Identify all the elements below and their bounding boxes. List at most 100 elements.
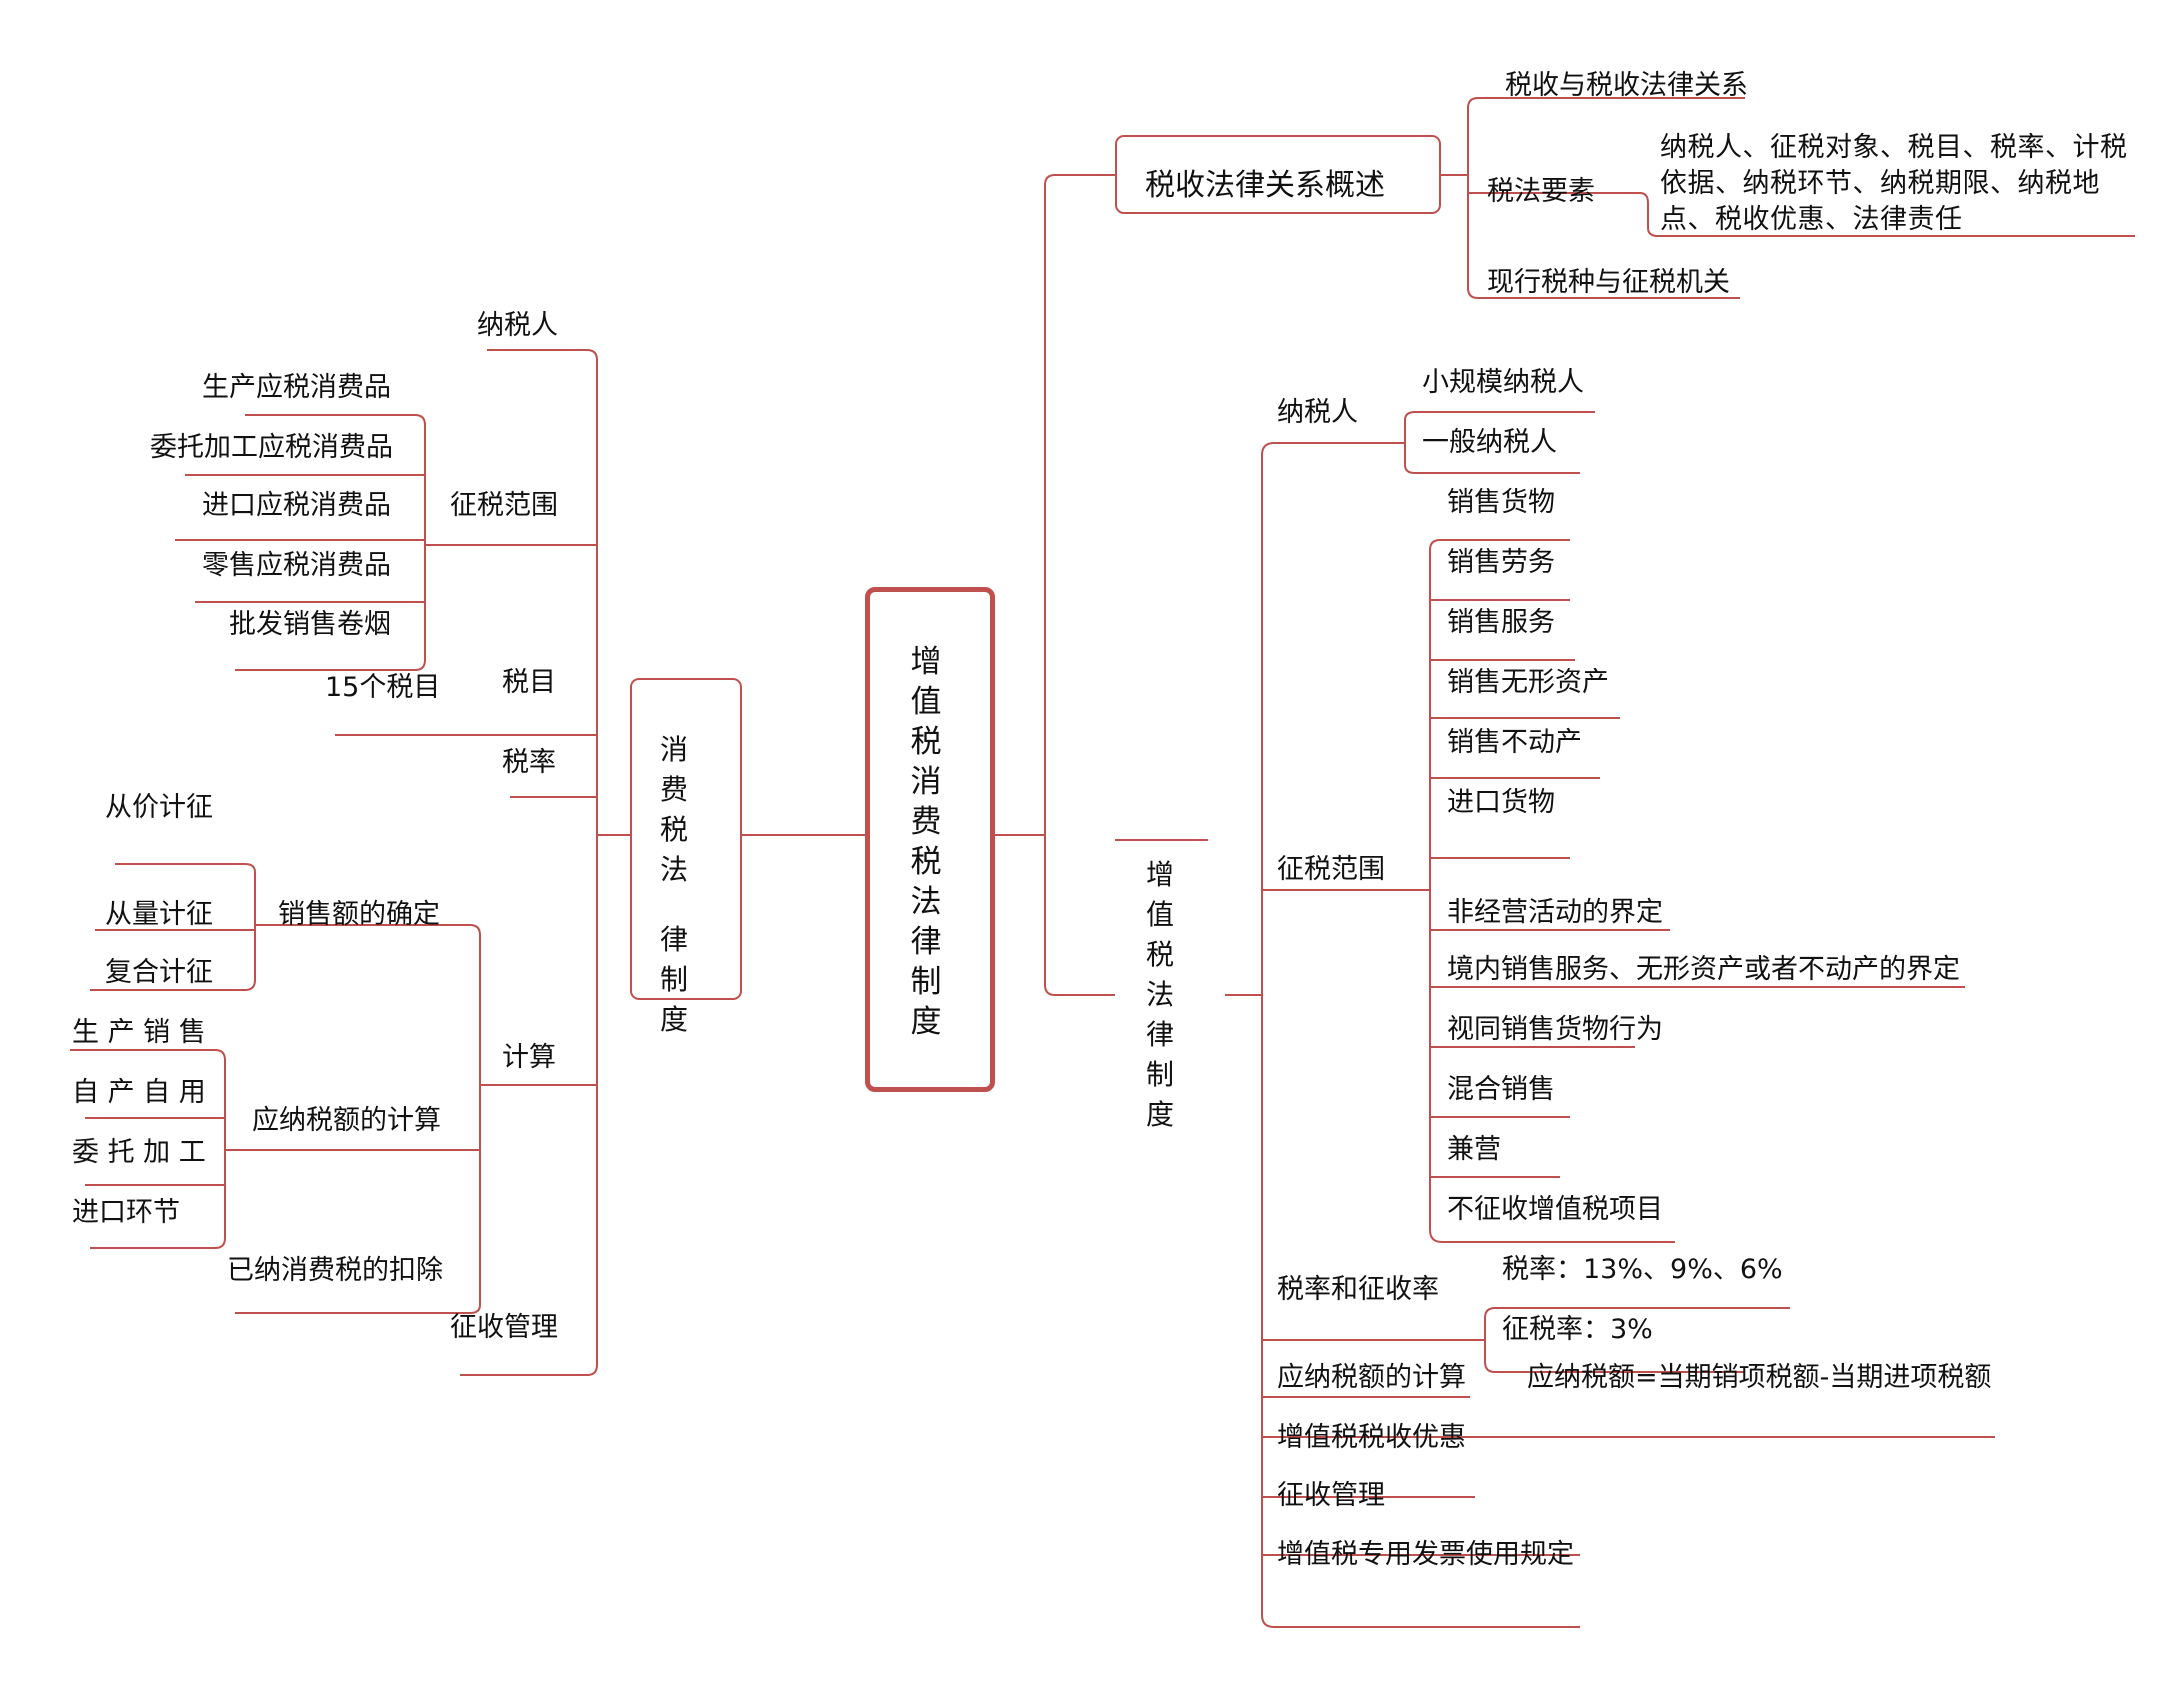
ct-scope-item[interactable]: 委托加工应税消费品	[150, 432, 393, 463]
ct-sales-item[interactable]: 从量计征	[105, 899, 213, 930]
connector	[1404, 411, 1595, 443]
connector	[235, 1085, 481, 1314]
vat-rate-item[interactable]: 征税率：3%	[1502, 1314, 1653, 1345]
connector	[1404, 443, 1580, 474]
vat-scope-item[interactable]: 销售服务	[1447, 607, 1555, 638]
ct-sales-label[interactable]: 销售额的确定	[278, 899, 440, 930]
tax-law-item[interactable]: 现行税种与征税机关	[1487, 267, 1730, 298]
vat-scope-item[interactable]: 兼营	[1447, 1134, 1501, 1165]
connector	[1044, 835, 1115, 996]
title-char: 费	[910, 804, 942, 840]
vat-scope-item[interactable]: 销售劳务	[1447, 547, 1555, 578]
title-char: 值	[910, 684, 942, 720]
connector	[1484, 1340, 1745, 1373]
title-char: 法	[1145, 978, 1174, 1011]
ct-rate[interactable]: 税率	[502, 747, 556, 778]
connector	[1429, 890, 1675, 1243]
vat-other-item[interactable]: 增值税税收优惠	[1277, 1422, 1466, 1453]
ct-scope-item[interactable]: 生产应税消费品	[202, 372, 391, 403]
title-char: 值	[1145, 898, 1174, 931]
title-char: 度	[1145, 1098, 1174, 1131]
tax-law-item[interactable]: 税法要素	[1487, 176, 1595, 207]
title-char: 制	[659, 963, 688, 996]
connector	[245, 414, 445, 546]
connector	[1261, 995, 1580, 1628]
tax-law-overview-node[interactable]	[1115, 135, 1441, 214]
ct-payable-item[interactable]: 进口环节	[72, 1197, 180, 1228]
connector	[90, 925, 256, 991]
title-char: 度	[910, 1004, 942, 1040]
connector	[1468, 192, 2135, 237]
ct-deduction[interactable]: 已纳消费税的扣除	[227, 1255, 443, 1286]
root-title: 增值税消费税法律制度	[906, 642, 946, 1042]
vat-scope-item[interactable]: 销售无形资产	[1447, 667, 1609, 698]
vat-rate-item[interactable]: 税率：13%、9%、6%	[1502, 1254, 1783, 1285]
connector	[70, 1049, 226, 1150]
connector	[460, 835, 598, 1376]
vat-taxpayer-label[interactable]: 纳税人	[1277, 397, 1358, 428]
vat-scope-item[interactable]: 视同销售货物行为	[1447, 1014, 1663, 1045]
title-char: 税	[1145, 938, 1174, 971]
connector	[1438, 97, 1745, 176]
connector	[1467, 175, 1740, 299]
title-char: 费	[659, 773, 688, 806]
consumption-tax-node[interactable]	[630, 678, 742, 1000]
connector	[115, 863, 270, 926]
ct-payable-item[interactable]: 委 托 加 工	[72, 1137, 206, 1168]
vat-scope-item[interactable]: 混合销售	[1447, 1074, 1555, 1105]
title-char: 法	[910, 884, 942, 920]
vat-other-item[interactable]: 增值税专用发票使用规定	[1277, 1539, 1574, 1570]
connector	[1429, 539, 1570, 890]
vat-scope-item[interactable]: 进口货物	[1447, 787, 1555, 818]
root-node[interactable]	[865, 587, 995, 1092]
title-char: 税	[910, 844, 942, 880]
ct-calc-label[interactable]: 计算	[502, 1042, 556, 1073]
ct-admin[interactable]: 征收管理	[450, 1312, 558, 1343]
title-char: 增	[910, 644, 942, 680]
vat-other-item[interactable]: 征收管理	[1277, 1480, 1385, 1511]
title-char: 税	[910, 724, 942, 760]
vat-payable-label[interactable]: 应纳税额的计算	[1277, 1362, 1466, 1393]
connector	[487, 349, 598, 835]
vat-scope-item[interactable]: 非经营活动的界定	[1447, 897, 1663, 928]
connector	[270, 924, 481, 1085]
connector	[90, 1150, 226, 1249]
vat-scope-item[interactable]: 境内销售服务、无形资产或者不动产的界定	[1447, 954, 1960, 985]
ct-scope-item[interactable]: 进口应税消费品	[202, 490, 391, 521]
ct-sales-item[interactable]: 复合计征	[105, 957, 213, 988]
ct-scope-item[interactable]: 零售应税消费品	[202, 550, 391, 581]
title-char: 律	[1145, 1018, 1174, 1051]
title-char: 消	[659, 733, 688, 766]
ct-scope-item[interactable]: 批发销售卷烟	[229, 609, 391, 640]
vat-scope-item[interactable]: 不征收增值税项目	[1447, 1194, 1663, 1225]
title-char: 税	[659, 813, 688, 846]
ct-payable-label[interactable]: 应纳税额的计算	[252, 1105, 441, 1136]
connector	[1261, 442, 1405, 995]
title-char: 度	[659, 1003, 688, 1036]
ct-items-label[interactable]: 税目	[502, 667, 556, 698]
vat-scope-item[interactable]: 销售不动产	[1447, 727, 1582, 758]
vat-scope-label[interactable]: 征税范围	[1277, 854, 1385, 885]
vat-taxpayer-item[interactable]: 一般纳税人	[1422, 427, 1557, 458]
vat-scope-item[interactable]: 销售货物	[1447, 487, 1555, 518]
vat-taxpayer-item[interactable]: 小规模纳税人	[1422, 367, 1584, 398]
tax-law-item[interactable]: 税收与税收法律关系	[1505, 70, 1748, 101]
ct-taxpayer[interactable]: 纳税人	[477, 310, 558, 341]
title-char: 增	[1145, 858, 1174, 891]
ct-scope-label[interactable]: 征税范围	[450, 490, 558, 521]
title-char: 律	[910, 924, 942, 960]
connector	[1044, 174, 1115, 835]
vat-title[interactable]: 增值税法律制度	[1140, 855, 1180, 1135]
title-char: 制	[910, 964, 942, 1000]
title-char: 律	[659, 923, 688, 956]
title-char: 法	[659, 853, 688, 886]
ct-payable-item[interactable]: 生 产 销 售	[72, 1017, 206, 1048]
vat-rates-label[interactable]: 税率和征收率	[1277, 1274, 1439, 1305]
ct-payable-item[interactable]: 自 产 自 用	[72, 1077, 206, 1108]
connector	[235, 545, 426, 671]
title-char: 消	[910, 764, 942, 800]
ct-items-count: 15个税目	[325, 672, 441, 703]
connector	[1484, 1307, 1790, 1340]
ct-sales-item[interactable]: 从价计征	[105, 792, 213, 823]
